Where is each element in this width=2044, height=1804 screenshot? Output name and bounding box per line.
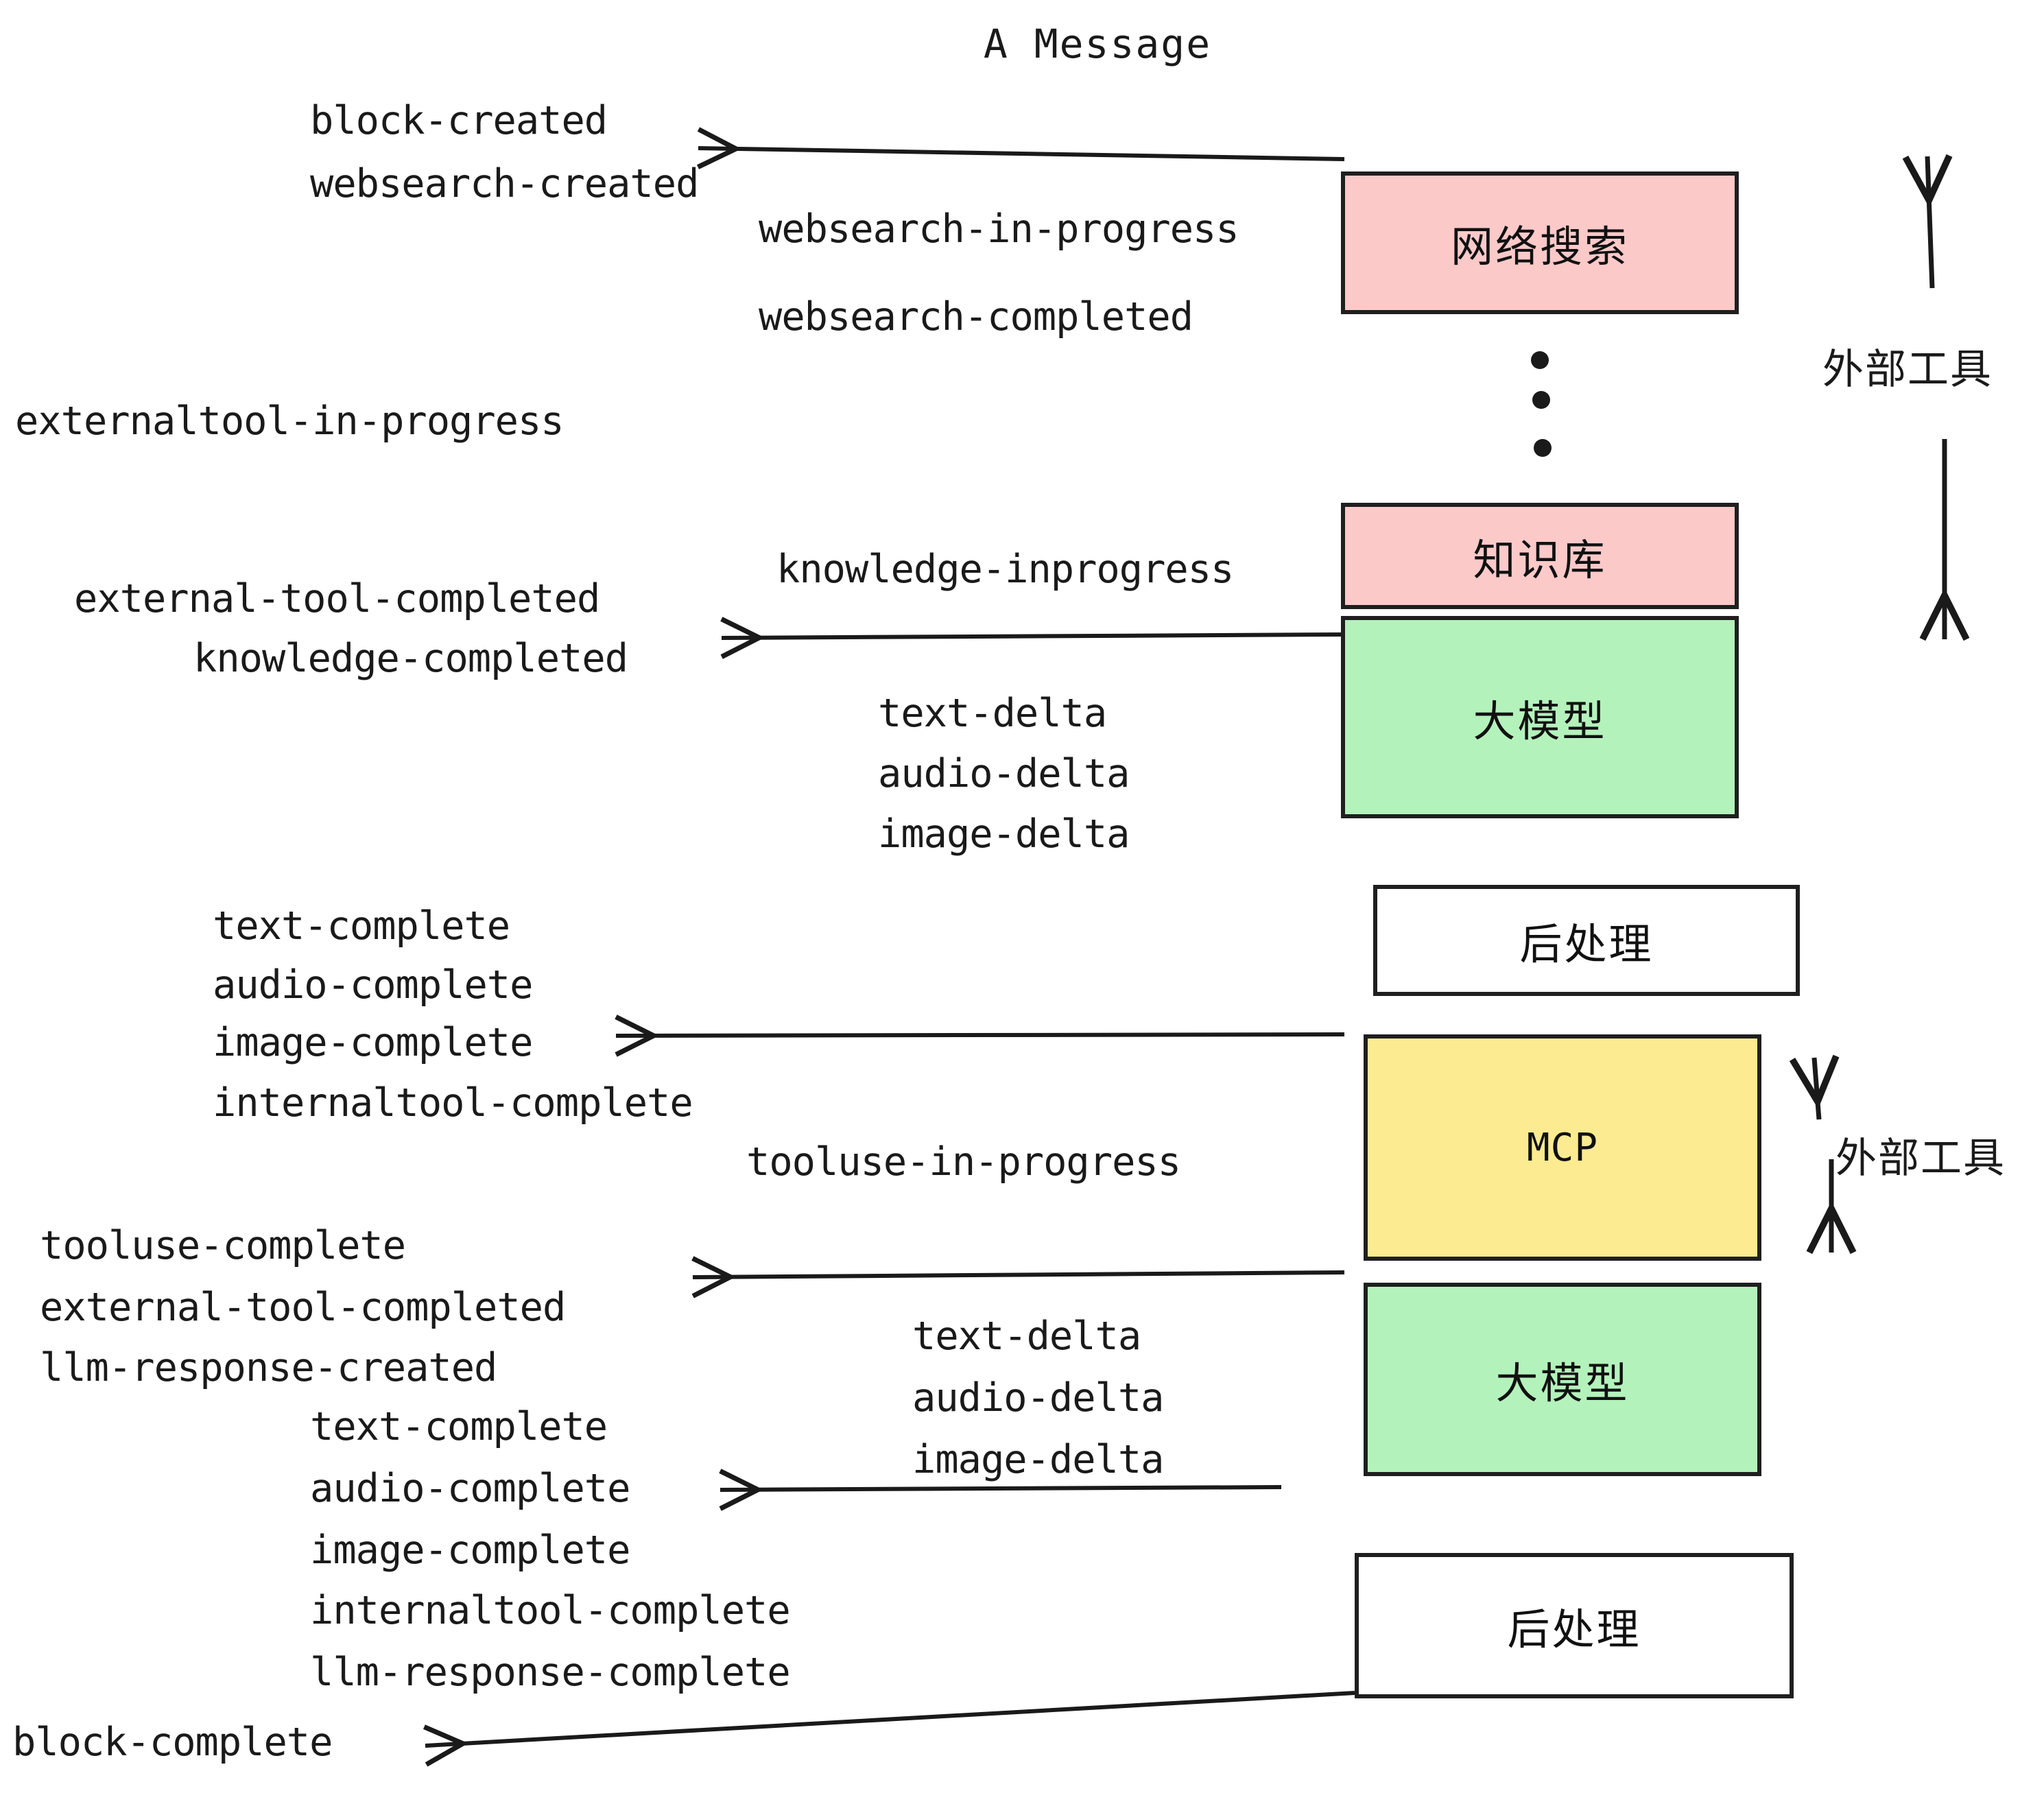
node-llm-bottom[interactable]: 大模型 [1364, 1283, 1761, 1476]
external-tools-arrow-up-bottom [1814, 1058, 1819, 1120]
node-websearch[interactable]: 网络搜索 [1341, 171, 1739, 314]
node-llm-top-label: 大模型 [1473, 696, 1607, 746]
event-websearch-in-progress: websearch-in-progress [759, 206, 1239, 252]
event-externaltool-in-progress: externaltool-in-progress [15, 399, 565, 444]
event-block-created: block-created [310, 98, 608, 143]
event-external-tool-completed-1: external-tool-completed [74, 576, 600, 621]
event-websearch-completed: websearch-completed [759, 294, 1193, 340]
event-text-delta-2: text-delta [912, 1314, 1141, 1359]
event-audio-complete-1: audio-complete [213, 962, 533, 1008]
external-tools-label-top: 外部工具 [1822, 346, 1993, 394]
event-external-tool-completed-2: external-tool-completed [40, 1285, 566, 1330]
node-mcp-label: MCP [1526, 1125, 1599, 1170]
event-llm-response-complete: llm-response-complete [310, 1650, 791, 1695]
node-postprocess-bottom-label: 后处理 [1507, 1604, 1641, 1654]
event-block-complete: block-complete [12, 1720, 333, 1765]
node-postprocess-bottom[interactable]: 后处理 [1355, 1553, 1794, 1698]
ellipsis-dot-3 [1534, 439, 1552, 457]
event-audio-delta-2: audio-delta [912, 1375, 1164, 1421]
event-audio-complete-2: audio-complete [310, 1466, 630, 1511]
event-audio-delta-1: audio-delta [878, 751, 1130, 796]
event-llm-response-created: llm-response-created [40, 1345, 497, 1390]
arrow-image-complete [616, 1034, 1345, 1036]
event-tooluse-complete: tooluse-complete [40, 1223, 406, 1268]
event-tooluse-in-progress: tooluse-in-progress [746, 1139, 1181, 1185]
node-websearch-label: 网络搜索 [1450, 222, 1629, 272]
arrow-websearch-to-block [698, 148, 1345, 159]
event-image-delta-2: image-delta [912, 1437, 1164, 1482]
arrow-audio-complete [720, 1487, 1282, 1490]
event-text-delta-1: text-delta [878, 691, 1107, 736]
event-image-delta-1: image-delta [878, 811, 1130, 857]
external-tools-arrow-up-top [1927, 156, 1932, 289]
arrow-tooluse-complete [693, 1272, 1345, 1277]
ellipsis-dot-1 [1531, 351, 1549, 369]
node-postprocess-top-label: 后处理 [1519, 919, 1654, 969]
event-knowledge-completed: knowledge-completed [193, 636, 628, 681]
event-text-complete-2: text-complete [310, 1404, 608, 1449]
node-postprocess-top[interactable]: 后处理 [1373, 885, 1800, 996]
node-mcp[interactable]: MCP [1364, 1034, 1761, 1261]
node-knowledge-base[interactable]: 知识库 [1341, 503, 1739, 609]
arrow-block-complete [425, 1691, 1355, 1746]
diagram-title: A Message [983, 21, 1212, 67]
external-tools-label-bottom: 外部工具 [1835, 1135, 2006, 1183]
node-llm-bottom-label: 大模型 [1495, 1358, 1630, 1408]
event-websearch-created: websearch-created [310, 161, 699, 206]
event-image-complete-2: image-complete [310, 1528, 630, 1573]
event-internaltool-complete-1: internaltool-complete [213, 1080, 693, 1126]
arrow-knowledge-completed [722, 634, 1344, 638]
node-llm-top[interactable]: 大模型 [1341, 616, 1739, 818]
node-knowledge-base-label: 知识库 [1473, 534, 1607, 585]
event-text-complete-1: text-complete [213, 903, 510, 949]
ellipsis-dot-2 [1532, 391, 1550, 409]
event-internaltool-complete-2: internaltool-complete [310, 1588, 791, 1633]
event-image-complete-1: image-complete [213, 1020, 533, 1065]
event-knowledge-inprogress: knowledge-inprogress [776, 547, 1234, 592]
